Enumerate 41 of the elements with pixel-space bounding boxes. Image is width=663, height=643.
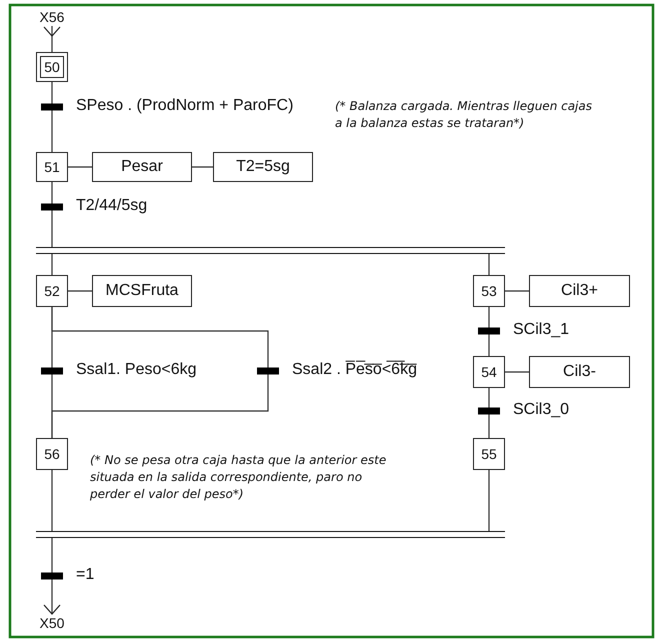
initial-step-box: 50 (36, 52, 68, 82)
transition-condition: SPeso . (ProdNorm + ParoFC) (76, 97, 294, 115)
comment-note: (* Balanza cargada. Mientras lleguen cajas a la balanza estas se trataran*) (335, 98, 593, 132)
connector-line (488, 307, 490, 356)
connector-line (488, 470, 490, 531)
step-box: 51 (36, 152, 68, 182)
action-box: Pesar (92, 152, 192, 182)
transition-condition: SCil3_1 (513, 321, 570, 339)
connector-line (68, 166, 92, 168)
action-box: T2=5sg (213, 152, 313, 182)
step-box: 56 (36, 438, 68, 470)
connector-line (51, 470, 53, 531)
arrow (43, 26, 61, 52)
connector-line (51, 307, 269, 438)
connector-line (51, 82, 53, 152)
connector-line (68, 290, 92, 292)
connector-line (51, 254, 53, 275)
connector-line (505, 371, 529, 373)
comment-note: (* No se pesa otra caja hasta que la anterior este situada en la salida correspondiente, paro no perder el valor del peso*) (90, 452, 388, 503)
transition-condition: =1 (76, 566, 94, 584)
connector-line (505, 290, 529, 292)
step-box: 55 (473, 438, 505, 470)
parallel-bar (36, 531, 505, 538)
arrow (43, 538, 61, 615)
transition-condition: Ssal1. Peso<6kg (76, 361, 197, 379)
connector-line (51, 182, 53, 247)
action-box: Cil3- (529, 356, 630, 388)
parallel-bar (36, 247, 505, 254)
step-box: 53 (473, 275, 505, 307)
connector-line (488, 254, 490, 275)
transition-condition: SCil3_0 (513, 401, 570, 419)
step-box: 52 (36, 275, 68, 307)
transition-condition: T2/44/5sg (76, 197, 148, 215)
variable-label: X56 (36, 8, 68, 26)
transition-condition: Ssal2 . P̅e̅s̅o̅<̅6̅k̅g̅ (292, 361, 417, 379)
step-box: 54 (473, 356, 505, 388)
connector-line (488, 388, 490, 438)
variable-label: X50 (36, 614, 68, 632)
action-box: MCSFruta (92, 275, 192, 307)
action-box: Cil3+ (529, 275, 630, 307)
connector-line (192, 166, 213, 168)
